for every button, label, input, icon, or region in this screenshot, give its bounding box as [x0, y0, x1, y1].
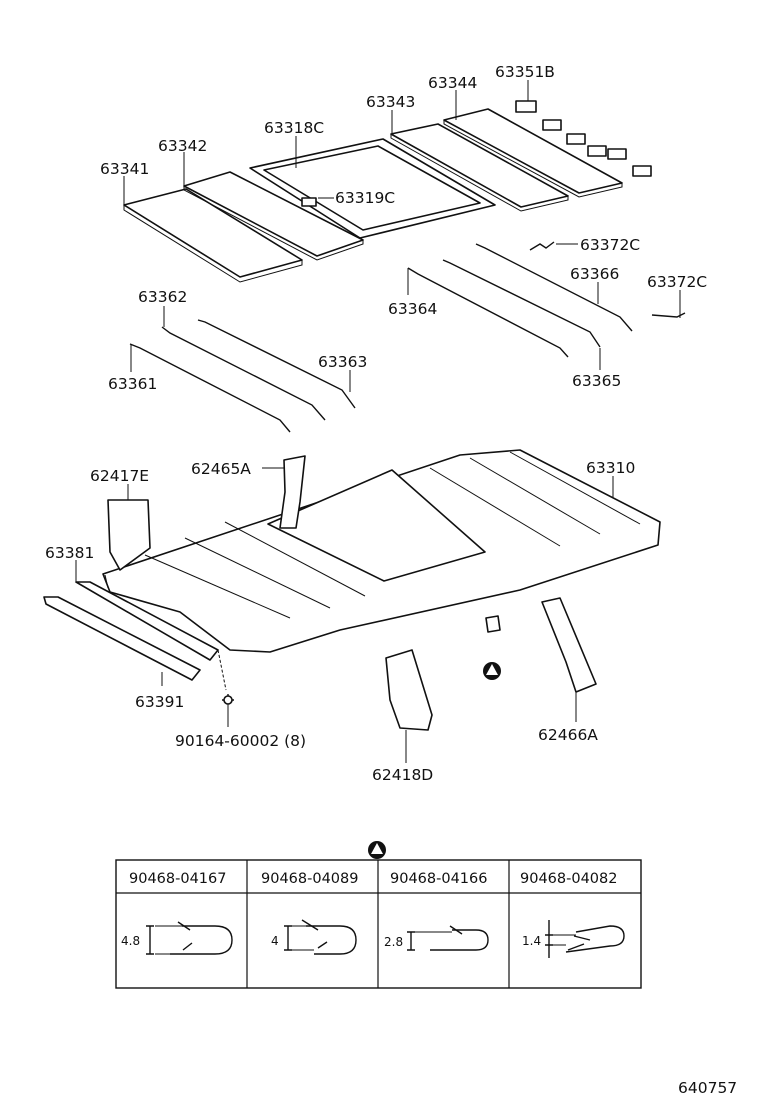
table-header-4: 90468-04082	[520, 871, 618, 887]
label-63381: 63381	[45, 544, 94, 562]
rod-63365	[442, 259, 601, 348]
label-62466A: 62466A	[538, 726, 598, 744]
blocks-63351B	[515, 100, 652, 177]
headliner-panels	[123, 100, 652, 283]
rod-63362	[161, 326, 326, 421]
label-63391: 63391	[135, 693, 184, 711]
dim-1: 4.8	[121, 934, 140, 948]
label-90164: 90164-60002 (8)	[175, 732, 306, 750]
dim-2: 4	[271, 934, 279, 948]
label-63362: 63362	[138, 288, 187, 306]
rod-63366	[475, 243, 633, 332]
pillar-62418D	[385, 649, 433, 731]
table-header-2: 90468-04089	[261, 871, 359, 887]
pillar-62465A	[279, 455, 306, 529]
clip-drawing-3: 2.8	[384, 925, 489, 951]
clip-63372C-b	[651, 312, 686, 318]
dim-3: 2.8	[384, 935, 403, 949]
label-63310: 63310	[586, 459, 635, 477]
drawing-number: 640757	[678, 1079, 737, 1097]
pillar-62417E	[107, 499, 151, 571]
label-63366: 63366	[570, 265, 619, 283]
label-63343: 63343	[366, 93, 415, 111]
rod-63361	[129, 343, 291, 433]
dim-4: 1.4	[522, 934, 541, 948]
clip-drawing-1: 4.8	[121, 921, 233, 955]
label-63319C: 63319C	[335, 189, 395, 207]
label-63351B: 63351B	[495, 63, 555, 81]
label-62417E: 62417E	[90, 467, 149, 485]
label-63364: 63364	[388, 300, 437, 318]
headliner-63310	[102, 449, 661, 653]
clip-drawing-4: 1.4	[522, 920, 625, 958]
rod-63363	[197, 319, 356, 409]
clip-drawing-2: 4	[271, 919, 357, 955]
label-63318C: 63318C	[264, 119, 324, 137]
label-63342: 63342	[158, 137, 207, 155]
label-62465A: 62465A	[191, 460, 251, 478]
rods	[129, 241, 686, 433]
label-63341: 63341	[100, 160, 149, 178]
label-62418D: 62418D	[372, 766, 433, 784]
part-labels: 63351B 63344 63343 63342 63318C 63341 63…	[45, 63, 707, 784]
clip-63372C-a	[529, 241, 555, 251]
label-63361: 63361	[108, 375, 157, 393]
pillar-62466A	[541, 597, 597, 693]
label-63363: 63363	[318, 353, 367, 371]
clip-part	[485, 615, 501, 633]
label-63372C-a: 63372C	[580, 236, 640, 254]
block-63319C	[301, 197, 317, 207]
clip-table: 90468-04167 90468-04089 90468-04166 9046…	[115, 841, 642, 989]
table-header-3: 90468-04166	[390, 871, 488, 887]
label-63365: 63365	[572, 372, 621, 390]
table-header-1: 90468-04167	[129, 871, 227, 887]
rod-63364	[407, 267, 569, 358]
label-63344: 63344	[428, 74, 477, 92]
rail-63391	[43, 596, 201, 681]
leader-lines	[75, 80, 681, 763]
label-63372C-b: 63372C	[647, 273, 707, 291]
